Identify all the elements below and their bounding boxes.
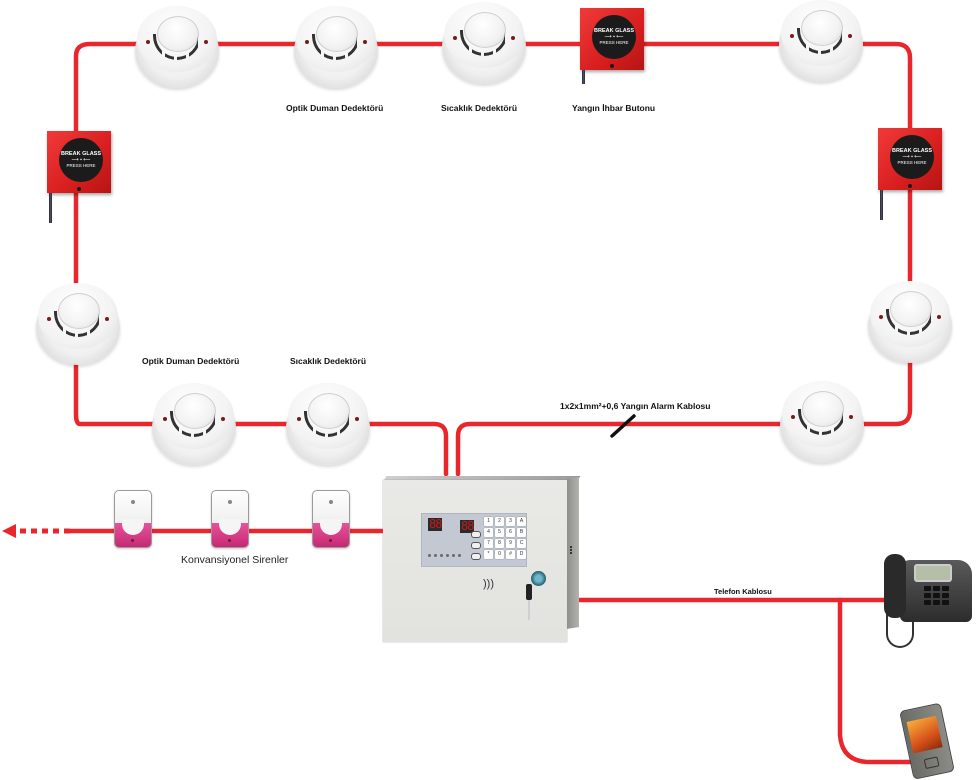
continuation-arrow-icon bbox=[2, 524, 16, 538]
status-led bbox=[146, 40, 150, 44]
key-lock-icon[interactable] bbox=[531, 571, 546, 586]
label-alarm-cable: 1x2x1mm²+0,6 Yangın Alarm Kablosu bbox=[560, 401, 711, 411]
status-led bbox=[163, 417, 167, 421]
desk-phone[interactable] bbox=[878, 552, 974, 652]
keypad-key[interactable]: # bbox=[506, 550, 515, 559]
status-display: 88 bbox=[460, 519, 474, 533]
test-key-icon bbox=[582, 70, 585, 84]
detector-right[interactable] bbox=[868, 281, 952, 365]
zone-led bbox=[434, 554, 437, 557]
mobile-screen bbox=[906, 715, 943, 754]
status-led bbox=[790, 34, 794, 38]
siren-3[interactable] bbox=[312, 490, 350, 548]
callpoint-top[interactable]: BREAK GLASS ⟶ ▪ ⟵ PRESS HERE bbox=[580, 8, 644, 84]
keypad-key[interactable]: 9 bbox=[506, 539, 515, 548]
break-glass-face: BREAK GLASS ⟶ ▪ ⟵ PRESS HERE bbox=[59, 138, 103, 182]
function-key[interactable] bbox=[471, 542, 481, 549]
label-optical-smoke-top: Optik Duman Dedektörü bbox=[286, 103, 384, 113]
siren-1[interactable] bbox=[114, 490, 152, 548]
detector-top-3[interactable] bbox=[442, 2, 526, 86]
keypad-key[interactable]: 6 bbox=[506, 528, 515, 537]
status-led bbox=[204, 40, 208, 44]
phone-screen bbox=[914, 564, 952, 582]
zone-led bbox=[446, 554, 449, 557]
function-key[interactable] bbox=[471, 531, 481, 538]
function-key[interactable] bbox=[471, 553, 481, 560]
status-led bbox=[297, 417, 301, 421]
status-led bbox=[453, 36, 457, 40]
detector-bottom-right[interactable] bbox=[780, 381, 864, 465]
wire-mobile bbox=[837, 597, 915, 765]
detector-top-right[interactable] bbox=[779, 0, 863, 84]
siren-2[interactable] bbox=[211, 490, 249, 548]
callpoint-left[interactable]: BREAK GLASS ⟶ ▪ ⟵ PRESS HERE bbox=[47, 131, 111, 223]
detector-bottom-2[interactable] bbox=[286, 383, 370, 467]
test-key-icon bbox=[880, 190, 883, 220]
cable-marker bbox=[610, 414, 636, 438]
status-led bbox=[511, 36, 515, 40]
status-led bbox=[305, 40, 309, 44]
keypad-key[interactable]: 7 bbox=[484, 539, 493, 548]
keypad-key[interactable]: 4 bbox=[484, 528, 493, 537]
keypad-key[interactable]: D bbox=[517, 550, 526, 559]
handset-icon bbox=[884, 554, 906, 618]
zone-led bbox=[452, 554, 455, 557]
label-phone-cable: Telefon Kablosu bbox=[714, 587, 772, 596]
test-key-icon bbox=[49, 193, 52, 223]
status-led bbox=[848, 34, 852, 38]
status-led bbox=[791, 415, 795, 419]
detector-top-2[interactable] bbox=[294, 6, 378, 90]
keypad-key[interactable]: 5 bbox=[495, 528, 504, 537]
status-led bbox=[937, 315, 941, 319]
status-led bbox=[105, 317, 109, 321]
zone-led bbox=[440, 554, 443, 557]
status-led bbox=[363, 40, 367, 44]
keypad-key[interactable]: * bbox=[484, 550, 493, 559]
status-led bbox=[47, 317, 51, 321]
status-led bbox=[849, 415, 853, 419]
callpoint-right[interactable]: BREAK GLASS ⟶ ▪ ⟵ PRESS HERE bbox=[878, 128, 942, 220]
keypad-key[interactable]: 3 bbox=[506, 517, 515, 526]
keypad-key[interactable]: C bbox=[517, 539, 526, 548]
detector-top-1[interactable] bbox=[135, 6, 219, 90]
label-heat-top: Sıcaklık Dedektörü bbox=[441, 103, 518, 113]
label-heat-bottom: Sıcaklık Dedektörü bbox=[290, 356, 367, 366]
status-led bbox=[355, 417, 359, 421]
label-sirens: Konvansiyonel Sirenler bbox=[181, 554, 289, 566]
keypad-key[interactable]: B bbox=[517, 528, 526, 537]
zone-led bbox=[428, 554, 431, 557]
break-glass-face: BREAK GLASS ⟶ ▪ ⟵ PRESS HERE bbox=[592, 15, 636, 59]
detector-left[interactable] bbox=[36, 283, 120, 367]
keypad-key[interactable]: A bbox=[517, 517, 526, 526]
break-glass-face: BREAK GLASS ⟶ ▪ ⟵ PRESS HERE bbox=[890, 135, 934, 179]
keypad-key[interactable]: 2 bbox=[495, 517, 504, 526]
status-led bbox=[879, 315, 883, 319]
zone-led bbox=[458, 554, 461, 557]
label-optical-smoke-bottom: Optik Duman Dedektörü bbox=[142, 356, 240, 366]
status-led bbox=[221, 417, 225, 421]
keypad-key[interactable]: 0 bbox=[495, 550, 504, 559]
key-icon bbox=[526, 584, 532, 600]
zone-display: 88 bbox=[428, 517, 442, 531]
label-call-point: Yangın İhbar Butonu bbox=[572, 103, 656, 113]
detector-bottom-1[interactable] bbox=[152, 383, 236, 467]
keypad-key[interactable]: 8 bbox=[495, 539, 504, 548]
keypad-key[interactable]: 1 bbox=[484, 517, 493, 526]
phone-cord bbox=[886, 612, 914, 648]
buzzer-icon: ))) bbox=[483, 578, 494, 590]
